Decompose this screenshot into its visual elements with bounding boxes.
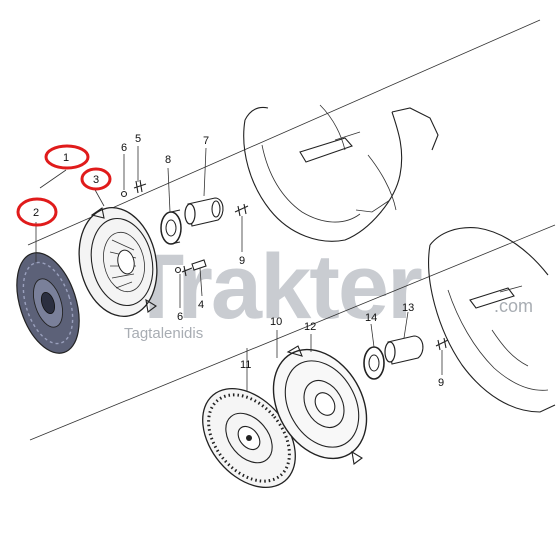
small-fasteners-upper	[120, 179, 249, 277]
leader-lines	[35, 146, 443, 392]
callout-5: 5	[135, 133, 141, 145]
callout-numbers: 1 3 2 5 6 7 8 9 6 4 10 11 12 14 13 9	[33, 133, 444, 389]
release-bearing-lower	[363, 346, 385, 380]
watermark: Trakter .com Tagtalenidis	[124, 236, 533, 342]
upper-transmission-housing	[243, 104, 439, 242]
section-line-lower	[29, 224, 556, 441]
callout-9-upper: 9	[239, 255, 245, 267]
callout-6-upper: 6	[121, 142, 127, 154]
watermark-brand: Trakter	[128, 236, 422, 338]
callout-1: 1	[63, 152, 69, 164]
highlight-callout-3	[80, 167, 112, 191]
callout-7: 7	[203, 135, 209, 147]
highlight-rings	[16, 144, 112, 227]
release-sleeve-upper	[184, 197, 224, 227]
pressure-plate-lower	[272, 345, 368, 465]
callout-11: 11	[240, 359, 251, 371]
callout-2: 2	[33, 207, 39, 219]
callout-6-lower: 6	[177, 311, 183, 323]
lower-transmission-housing	[428, 227, 556, 413]
callout-9-lower: 9	[438, 377, 444, 389]
callout-3: 3	[93, 174, 99, 186]
clutch-disc-upper	[16, 252, 80, 354]
callout-13: 13	[402, 302, 414, 314]
watermark-domain: .com	[494, 296, 533, 316]
release-sleeve-lower	[384, 335, 449, 365]
highlight-callout-1	[44, 144, 90, 170]
watermark-author: Tagtalenidis	[124, 325, 203, 342]
highlight-callout-2	[16, 197, 58, 227]
callout-8: 8	[165, 154, 171, 166]
callout-12: 12	[304, 321, 316, 333]
callout-4: 4	[198, 299, 204, 311]
pressure-plate-upper	[78, 206, 158, 318]
callout-10: 10	[270, 316, 282, 328]
callout-14: 14	[365, 312, 377, 324]
clutch-disc-lower	[202, 387, 296, 489]
release-bearing-upper	[160, 209, 182, 245]
